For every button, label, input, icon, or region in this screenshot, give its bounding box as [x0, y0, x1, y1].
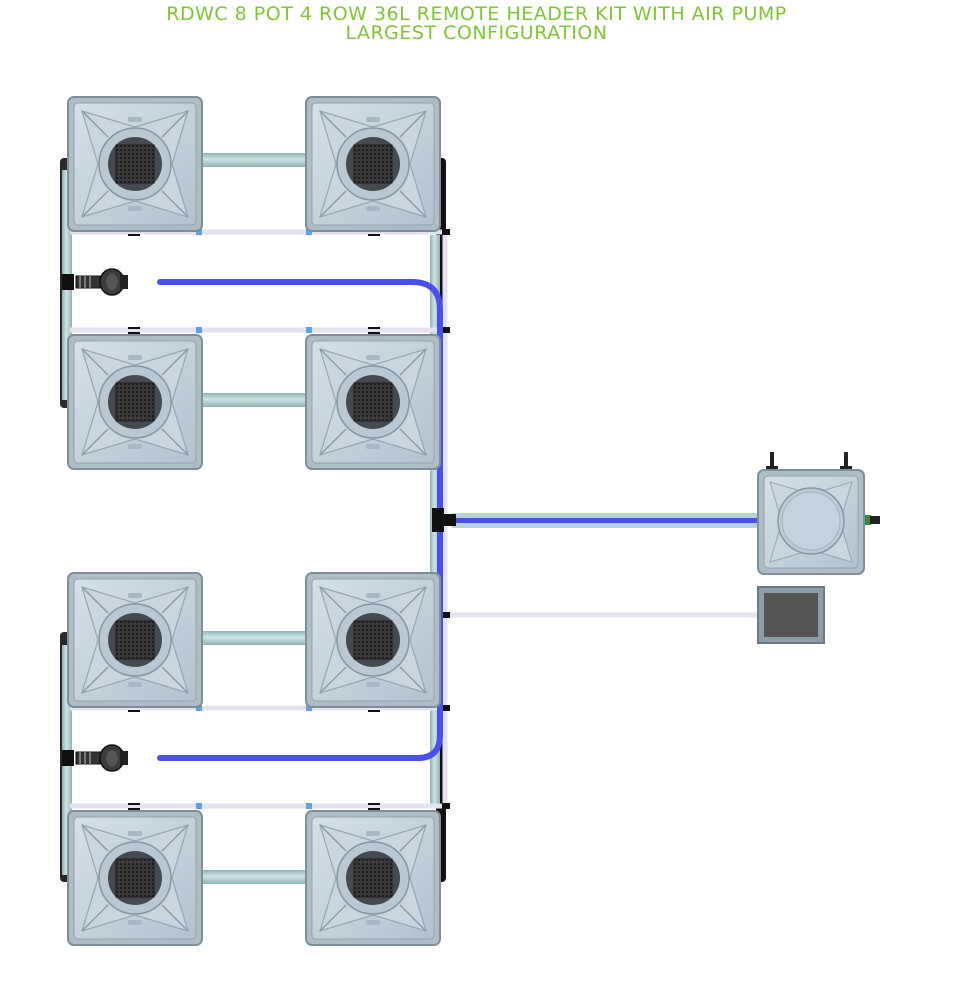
row-pipe-3: [202, 631, 307, 645]
supply-pipe-lower: [452, 523, 762, 528]
grow-pot-5: [67, 572, 203, 708]
diagram-title-line-2: LARGEST CONFIGURATION: [345, 22, 608, 44]
header-tank-icon: [757, 452, 880, 575]
grow-pot-7: [67, 810, 203, 946]
supply-pipe-upper: [452, 513, 762, 518]
row-pipe-1: [202, 153, 307, 167]
air-lines: [157, 279, 763, 761]
drain-connectors: [196, 229, 312, 809]
drain-clips: [128, 229, 450, 810]
grow-pot-1: [67, 96, 203, 232]
grow-pot-2: [305, 96, 441, 232]
row-pipe-4: [202, 870, 307, 884]
diagram-title-line-1: RDWC 8 POT 4 ROW 36L REMOTE HEADER KIT W…: [166, 3, 787, 25]
header-tee: [432, 508, 444, 532]
grow-pot-6: [305, 572, 441, 708]
grow-pot-4: [305, 334, 441, 470]
grow-pot-8: [305, 810, 441, 946]
row-pipe-2: [202, 393, 307, 407]
air-pump-icon: [757, 586, 825, 644]
grow-pot-3: [67, 334, 203, 470]
